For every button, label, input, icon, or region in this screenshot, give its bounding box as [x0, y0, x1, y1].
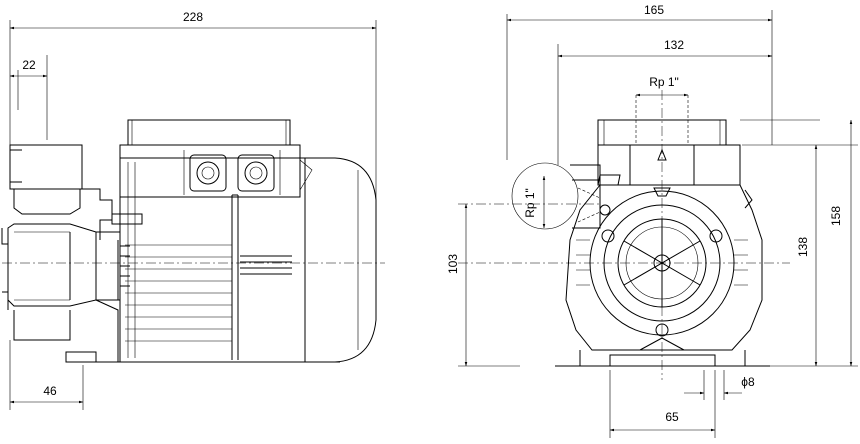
- dim-label-rp-top: Rp 1": [649, 75, 679, 89]
- terminal-box-side: [119, 119, 313, 198]
- motor-front: [555, 164, 770, 367]
- dim-label-158: 158: [829, 206, 843, 226]
- dim-label-165: 165: [644, 3, 664, 17]
- pump-casing-side: [1, 144, 97, 363]
- dim-label-103: 103: [446, 254, 460, 274]
- side-port-detail: [511, 162, 601, 230]
- dim-label-65: 65: [665, 410, 679, 424]
- dim-label-rp-side: Rp 1": [523, 188, 537, 218]
- motor-body-side: [110, 157, 377, 363]
- dim-label-132: 132: [664, 38, 684, 52]
- bracket-side: [82, 188, 143, 363]
- side-view: 228 22 46: [1, 10, 385, 410]
- dim-label-22: 22: [22, 58, 36, 72]
- dim-label-46: 46: [43, 384, 57, 398]
- front-view: 165 132 Rp 1" Rp 1" 103 138 158 65 ϕ8: [446, 3, 858, 438]
- dim-label-phi8: ϕ8: [741, 375, 755, 389]
- dim-label-138: 138: [796, 237, 810, 257]
- dim-label-228: 228: [183, 10, 203, 24]
